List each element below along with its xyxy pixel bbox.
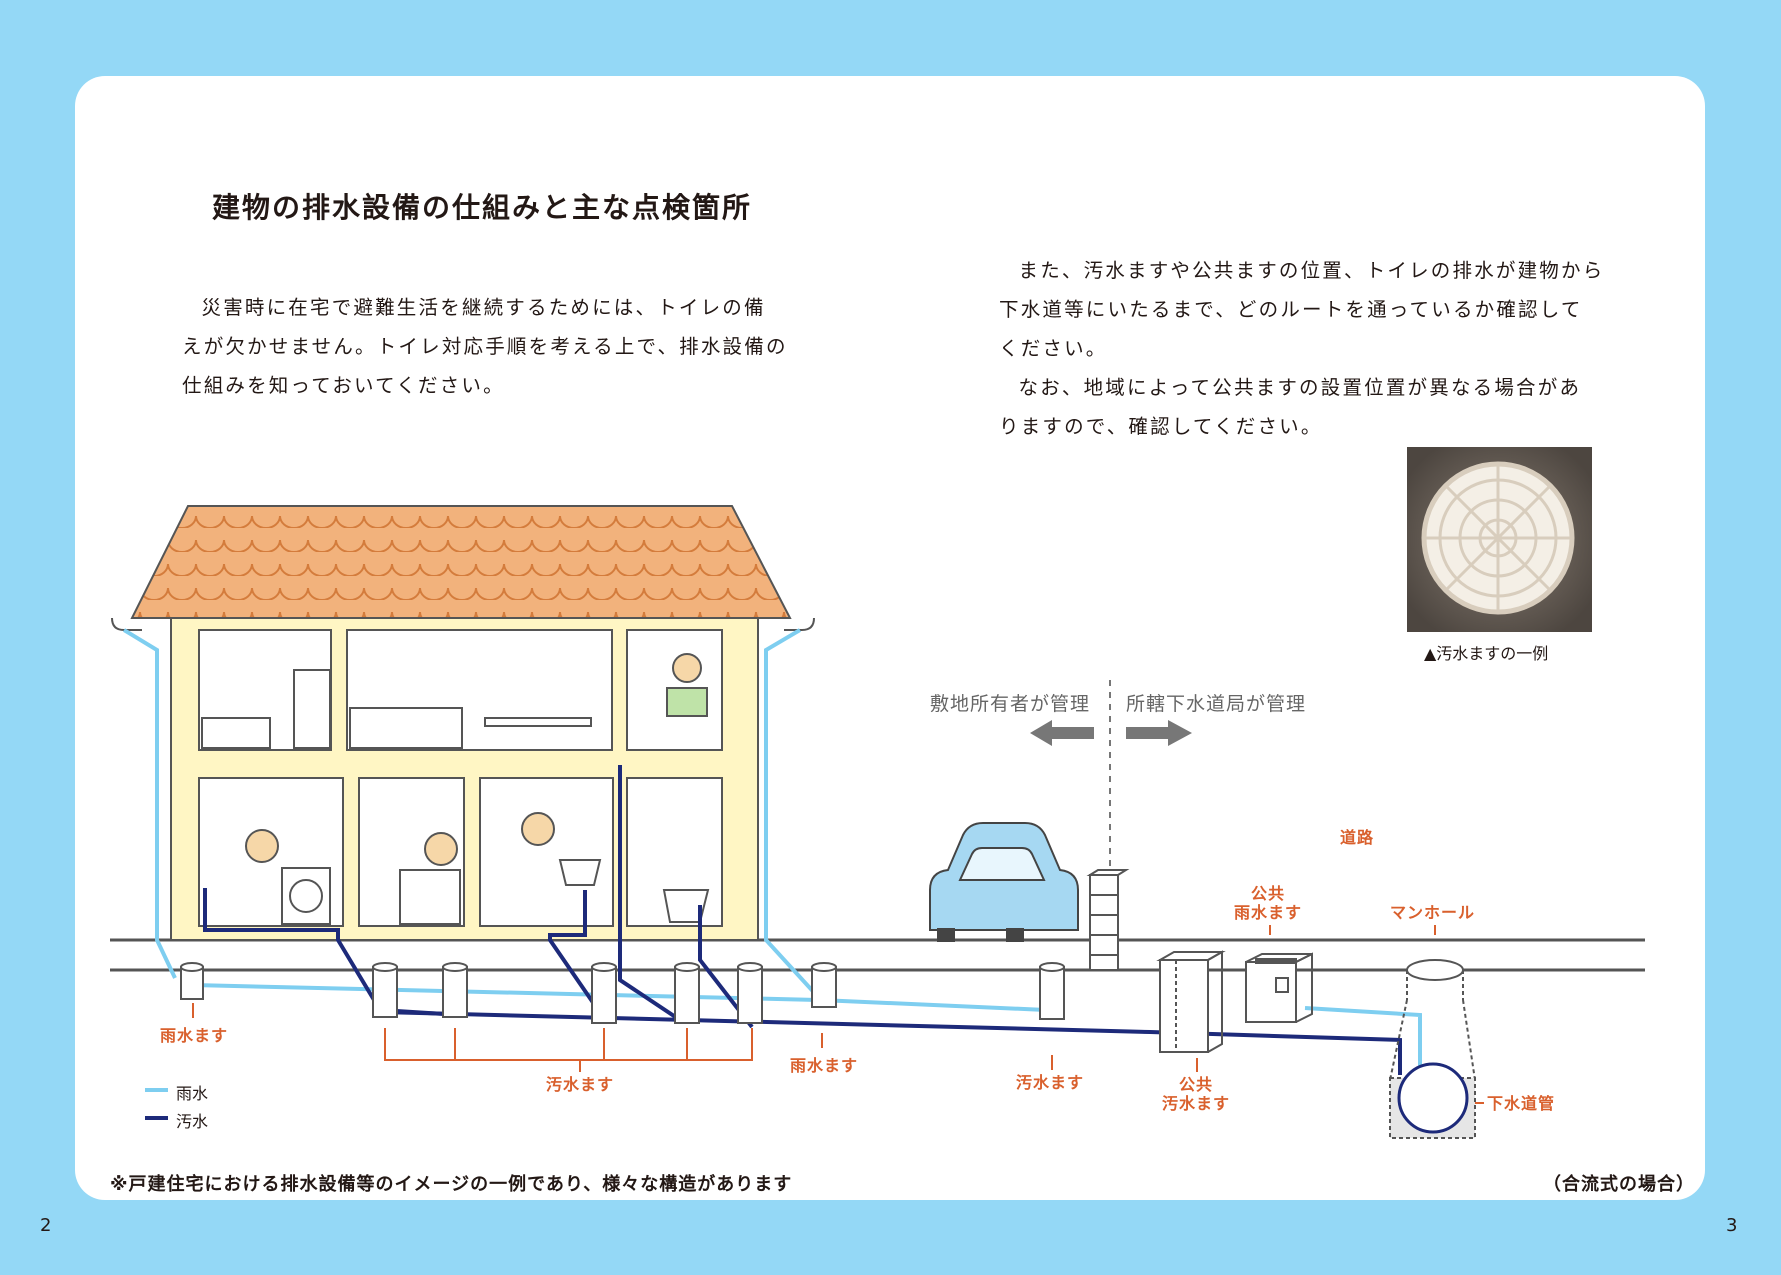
manhole-illustration bbox=[1390, 960, 1475, 1138]
sewer-pipe-label: 下水道管 bbox=[1487, 1094, 1555, 1113]
block-wall bbox=[1090, 870, 1126, 970]
management-left-label: 敷地所有者が管理 bbox=[930, 689, 1090, 716]
manhole-label: マンホール bbox=[1390, 903, 1475, 922]
legend-rain-label: 雨水 bbox=[176, 1080, 208, 1104]
footnote: ※戸建住宅における排水設備等のイメージの一例であり、様々な構造があります bbox=[110, 1170, 792, 1196]
car-illustration bbox=[930, 823, 1078, 942]
masu-cylinders bbox=[181, 963, 1064, 1023]
photo-caption: ▲汚水ますの一例 bbox=[1424, 640, 1548, 664]
public-sewage-masu-label: 公共 汚水ます bbox=[1162, 1075, 1230, 1113]
public-sewage-masu-label-line: 公共 bbox=[1179, 1075, 1213, 1094]
public-rain-masu-label: 公共 雨水ます bbox=[1234, 884, 1302, 922]
sewage-masu-street-label: 汚水ます bbox=[1016, 1073, 1084, 1092]
combined-system-note: （合流式の場合） bbox=[1543, 1170, 1695, 1196]
sewage-masu-group-label: 汚水ます bbox=[546, 1075, 614, 1094]
public-sewage-masu-label-line: 汚水ます bbox=[1162, 1094, 1230, 1113]
masu-photo bbox=[1407, 447, 1592, 632]
management-right-label: 所轄下水道局が管理 bbox=[1126, 689, 1306, 716]
public-rain-masu-box bbox=[1246, 954, 1312, 1022]
page-number-right: 3 bbox=[1726, 1215, 1737, 1236]
road-label: 道路 bbox=[1340, 828, 1374, 847]
rain-masu-right-label: 雨水ます bbox=[790, 1056, 858, 1075]
legend-sewage-label: 汚水 bbox=[176, 1108, 208, 1132]
public-rain-masu-label-line: 雨水ます bbox=[1234, 903, 1302, 922]
page-number-left: 2 bbox=[40, 1215, 51, 1236]
public-rain-masu-label-line: 公共 bbox=[1251, 884, 1285, 903]
rain-masu-left-label: 雨水ます bbox=[160, 1026, 228, 1045]
house-illustration bbox=[112, 506, 814, 940]
public-sewage-masu-box bbox=[1160, 952, 1222, 1052]
